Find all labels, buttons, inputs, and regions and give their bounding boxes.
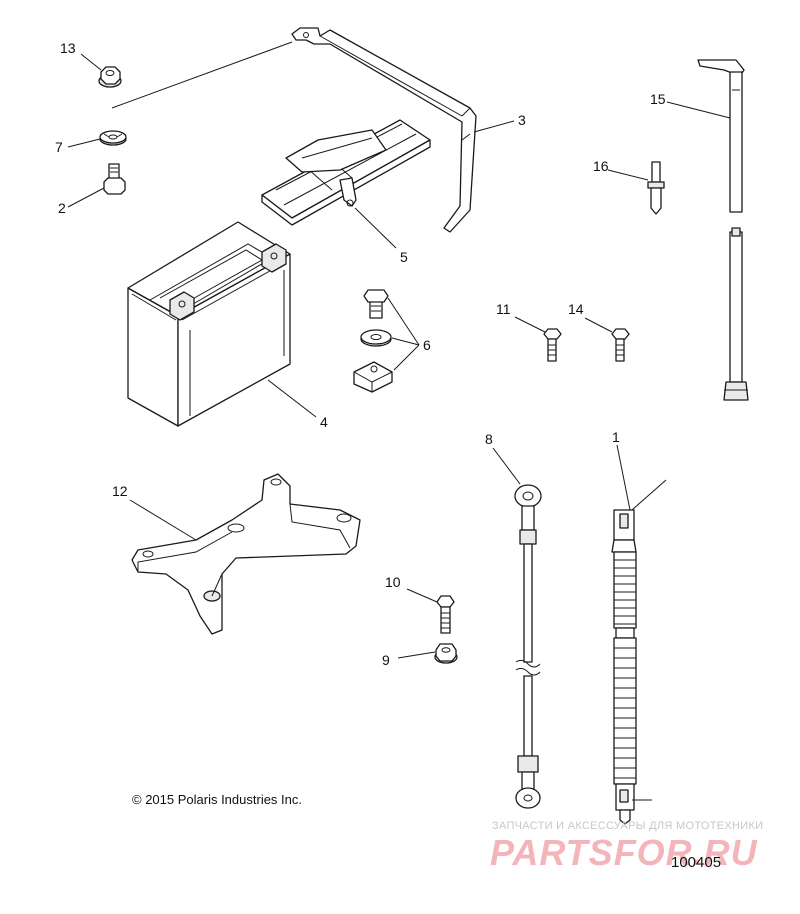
watermark-caption: ЗАПЧАСТИ И АКСЕССУАРЫ ДЛЯ МОТОТЕХНИКИ [492, 820, 764, 832]
part-14-screw [611, 328, 630, 362]
callout-7: 7 [55, 139, 63, 155]
part-12-battery-bracket [131, 473, 361, 635]
part-7-washer [99, 130, 127, 146]
part-16-vent-fitting [647, 161, 665, 215]
callout-5: 5 [400, 249, 408, 265]
part-10-bolt [436, 595, 455, 634]
callout-3: 3 [518, 112, 526, 128]
callout-2: 2 [58, 200, 66, 216]
callout-10: 10 [385, 574, 401, 590]
part-13-flange-nut [98, 66, 122, 88]
part-5-battery-pad [261, 119, 431, 226]
callout-15: 15 [650, 91, 666, 107]
callout-4: 4 [320, 414, 328, 430]
callout-8: 8 [485, 431, 493, 447]
part-4-battery [127, 221, 291, 427]
part-11-screw [543, 328, 562, 362]
callout-11: 11 [496, 301, 511, 317]
callout-6: 6 [423, 337, 431, 353]
leader-lines [67, 41, 731, 659]
callout-labels: 13 7 2 3 5 4 6 11 14 15 16 12 8 1 10 9 [55, 40, 666, 668]
watermark-logo: PARTSFOR.RU [490, 832, 758, 873]
part-9-nut [434, 643, 458, 664]
callout-12: 12 [112, 483, 128, 499]
callout-16: 16 [593, 158, 609, 174]
callout-1: 1 [612, 429, 620, 445]
part-6-terminal-hardware [353, 289, 393, 393]
part-15-vent-tube [697, 59, 749, 401]
figure-id: 100405 [671, 854, 722, 871]
part-2-bolt [103, 163, 126, 195]
callout-9: 9 [382, 652, 390, 668]
part-1-battery-cable [611, 479, 667, 825]
callout-14: 14 [568, 301, 584, 317]
part-8-battery-cable [514, 484, 542, 809]
callout-13: 13 [60, 40, 76, 56]
part-3-hold-down-strap [291, 27, 477, 233]
copyright-notice: © 2015 Polaris Industries Inc. [132, 792, 302, 807]
